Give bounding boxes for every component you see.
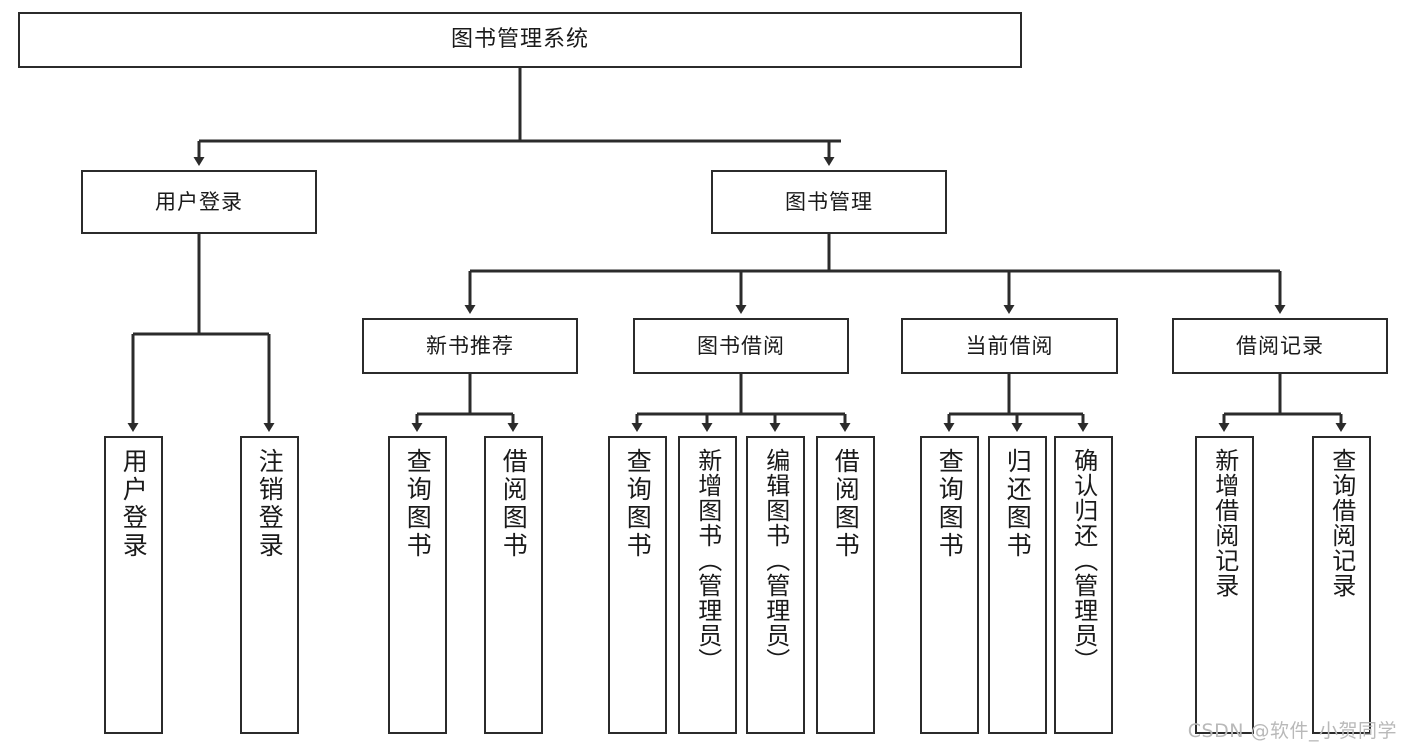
node-leaf-query-book-2[interactable]: 查询图书 [608,436,667,734]
node-leaf-add-book[interactable]: 新增图书（管理员） [678,436,737,734]
node-leaf-query-book-3[interactable]: 查询图书 [920,436,979,734]
node-leaf-query-book-1-label: 查询图书 [403,448,433,560]
node-leaf-query-book-1[interactable]: 查询图书 [388,436,447,734]
node-leaf-user-login[interactable]: 用户登录 [104,436,163,734]
node-leaf-query-book-3-label: 查询图书 [935,448,965,560]
node-current-borrow[interactable]: 当前借阅 [901,318,1118,374]
node-borrow-record[interactable]: 借阅记录 [1172,318,1388,374]
node-leaf-user-logout-label: 注销登录 [255,448,285,560]
node-leaf-confirm-return[interactable]: 确认归还（管理员） [1054,436,1113,734]
node-current-borrow-label: 当前借阅 [965,333,1054,358]
node-user-login[interactable]: 用户登录 [81,170,317,234]
node-leaf-return-book[interactable]: 归还图书 [988,436,1047,734]
node-leaf-user-login-label: 用户登录 [119,448,149,560]
node-leaf-query-record-label: 查询借阅记录 [1327,448,1356,598]
node-leaf-edit-book[interactable]: 编辑图书（管理员） [746,436,805,734]
node-new-book-rec-label: 新书推荐 [426,333,514,358]
node-leaf-add-book-label: 新增图书（管理员） [693,448,722,673]
node-leaf-add-record[interactable]: 新增借阅记录 [1195,436,1254,734]
node-borrow-record-label: 借阅记录 [1236,333,1324,358]
node-user-login-label: 用户登录 [155,189,243,214]
node-leaf-borrow-book-2-label: 借阅图书 [831,448,861,560]
node-book-manage[interactable]: 图书管理 [711,170,947,234]
node-leaf-edit-book-label: 编辑图书（管理员） [761,448,790,673]
node-leaf-borrow-book-1-label: 借阅图书 [499,448,529,560]
node-book-borrow-label: 图书借阅 [697,333,785,358]
node-leaf-confirm-return-label: 确认归还（管理员） [1069,448,1098,673]
node-leaf-query-record[interactable]: 查询借阅记录 [1312,436,1371,734]
node-leaf-add-record-label: 新增借阅记录 [1210,448,1239,598]
watermark: CSDN @软件_小贺同学 [1187,720,1397,742]
node-leaf-query-book-2-label: 查询图书 [623,448,653,560]
node-leaf-user-logout[interactable]: 注销登录 [240,436,299,734]
node-book-manage-label: 图书管理 [785,189,873,214]
node-new-book-rec[interactable]: 新书推荐 [362,318,578,374]
node-leaf-borrow-book-1[interactable]: 借阅图书 [484,436,543,734]
node-root[interactable]: 图书管理系统 [18,12,1022,68]
node-book-borrow[interactable]: 图书借阅 [633,318,849,374]
node-leaf-return-book-label: 归还图书 [1003,448,1033,560]
node-leaf-borrow-book-2[interactable]: 借阅图书 [816,436,875,734]
node-root-label: 图书管理系统 [450,27,589,53]
